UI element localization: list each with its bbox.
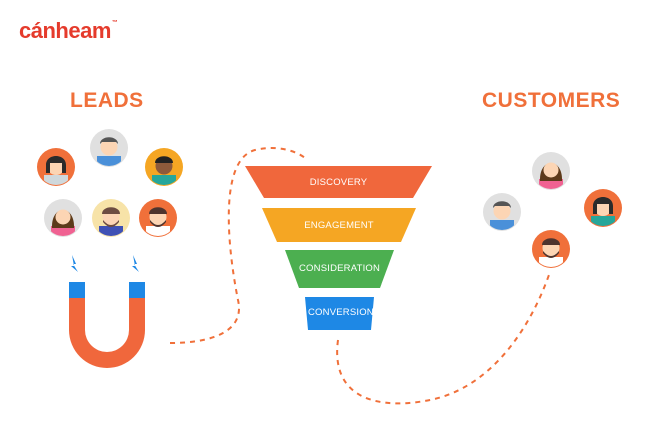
logo-trademark: ™ [111, 20, 118, 26]
lead-avatar-5-icon [92, 199, 130, 237]
magnet-icon [69, 282, 145, 368]
customer-avatar-4-icon [532, 230, 570, 268]
leads-heading: LEADS [70, 89, 144, 112]
customer-avatar-3-icon [584, 189, 622, 227]
customer-avatar-2-icon [483, 193, 521, 231]
lead-avatar-4-icon [44, 199, 82, 237]
funnel-stage-conversion [305, 297, 374, 330]
lead-avatar-2-icon [90, 129, 128, 167]
funnel-label-discovery: DISCOVERY [309, 177, 368, 188]
dashed-path-left [169, 147, 306, 344]
funnel-stage-discovery [245, 166, 432, 198]
lead-avatar-3-icon [145, 148, 183, 186]
lead-avatar-6-icon [139, 199, 177, 237]
brand-logo: cánheam™ [19, 18, 118, 43]
dashed-path-right [336, 271, 551, 405]
lightning-icon-right [132, 255, 139, 272]
lightning-icon-left [71, 255, 78, 272]
customer-avatar-1-icon [532, 152, 570, 190]
funnel-label-conversion: CONVERSION [308, 307, 374, 318]
customers-heading: CUSTOMERS [482, 89, 621, 112]
funnel-stage-consideration [285, 250, 394, 288]
funnel-label-consideration: CONSIDERATION [299, 263, 381, 274]
funnel-stage-engagement [262, 208, 416, 242]
lead-avatar-1-icon [37, 148, 75, 186]
logo-text: cánheam [19, 18, 111, 43]
funnel-label-engagement: ENGAGEMENT [304, 220, 374, 231]
